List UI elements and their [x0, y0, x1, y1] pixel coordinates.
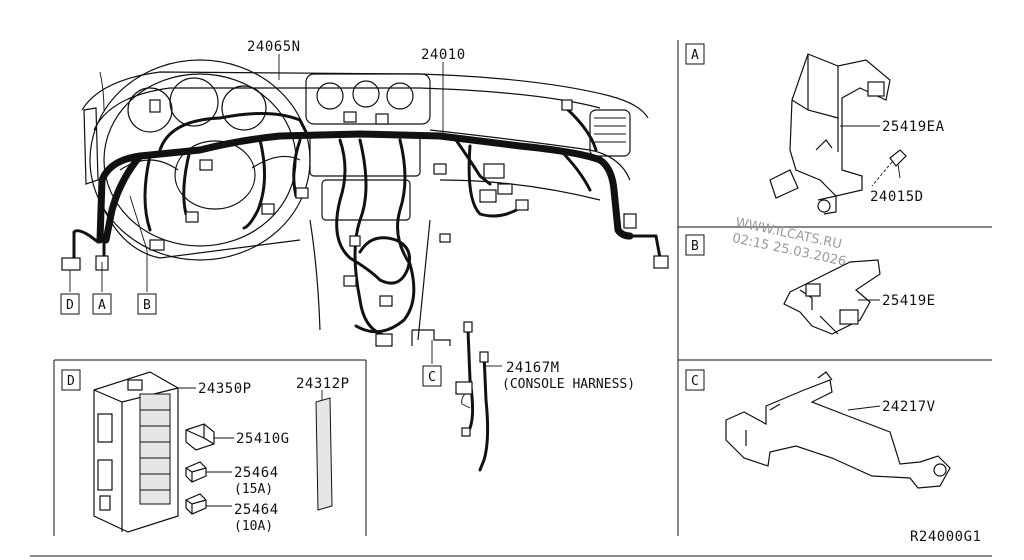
fuse-15a-code: 25464	[234, 465, 279, 481]
relay-label-25410g: 25410G	[236, 431, 290, 447]
panel-c: C 24217V	[685, 369, 951, 489]
bracket-label-25419ea: 25419EA	[882, 119, 945, 135]
bolt-label-24015d: 24015D	[870, 189, 924, 205]
harness-label-24065n: 24065N	[247, 39, 301, 55]
panel-b-tag: B	[691, 239, 699, 254]
callout-c[interactable]: C	[422, 365, 442, 387]
fuse-15a-drawing	[185, 461, 207, 483]
fuse-block-label-24350p: 24350P	[198, 381, 252, 397]
panel-c-tag: C	[691, 374, 699, 389]
relay-drawing	[185, 423, 215, 451]
panel-a-tag: A	[691, 48, 699, 63]
fuse-10a-code: 25464	[234, 502, 279, 518]
bracket-label-25419e: 25419E	[882, 293, 936, 309]
callout-b-label: B	[143, 298, 151, 313]
panel-d: D 24350P 25410G	[61, 369, 350, 534]
bracket-24217v-drawing	[725, 371, 951, 489]
panel-dividers	[30, 40, 992, 557]
console-harness-name: (CONSOLE HARNESS)	[502, 377, 635, 392]
fuse-10a-rating: (10A)	[234, 519, 273, 534]
fuse-10a-drawing	[185, 493, 207, 515]
bracket-25419ea-drawing	[769, 53, 891, 215]
callout-b[interactable]: B	[137, 293, 157, 315]
main-leaders	[69, 54, 502, 367]
panel-b: B 25419E	[685, 234, 936, 335]
bolt-24015d-drawing	[871, 149, 907, 187]
console-harness-code: 24167M	[506, 360, 560, 376]
label-plate-drawing	[315, 397, 333, 511]
bracket-label-24217v: 24217V	[882, 399, 936, 415]
dashboard-illustration	[61, 59, 669, 472]
callout-a[interactable]: A	[92, 293, 112, 315]
fuse-block-drawing	[93, 371, 179, 533]
panel-a: A 25419EA 24015D	[685, 43, 945, 215]
callout-d[interactable]: D	[60, 293, 80, 315]
bracket-25419e-drawing	[783, 259, 881, 335]
figure-code: R24000G1	[910, 529, 981, 545]
watermark: WWW.ILCATS.RU 02:15 25.03.2026	[731, 215, 848, 269]
harness-label-24010: 24010	[421, 47, 466, 63]
callout-c-label: C	[428, 370, 436, 385]
fuse-15a-rating: (15A)	[234, 482, 273, 497]
callout-d-label: D	[66, 298, 74, 313]
panel-d-tag: D	[67, 374, 75, 389]
label-plate-label-24312p: 24312P	[296, 376, 350, 392]
callout-a-label: A	[98, 298, 106, 313]
